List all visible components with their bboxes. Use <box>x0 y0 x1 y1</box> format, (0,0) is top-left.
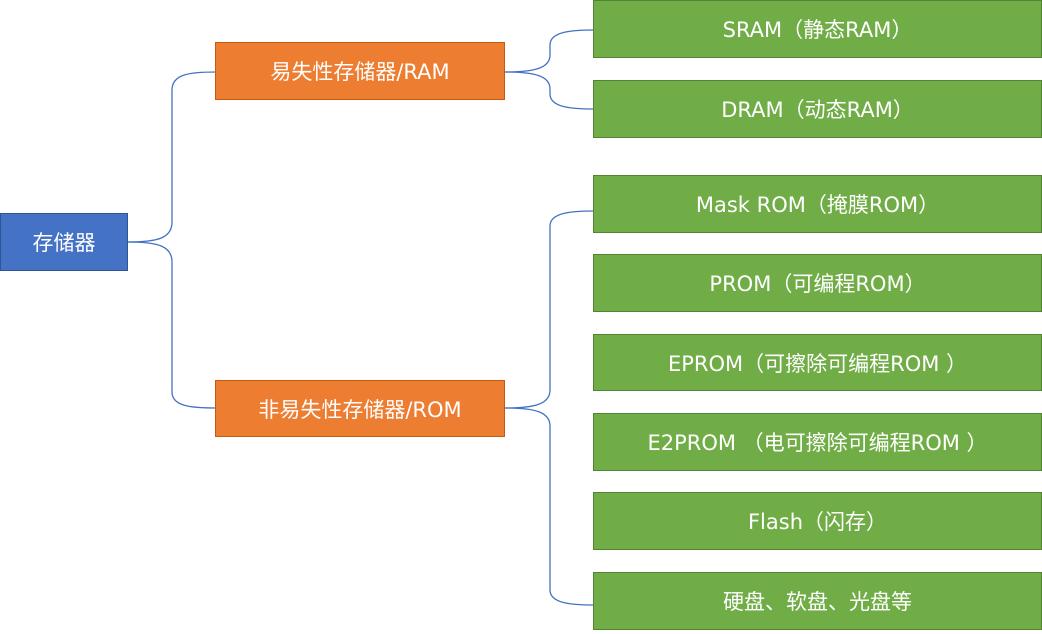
connector-ram-sram <box>504 29 595 73</box>
leaf-node-sram: SRAM（静态RAM） <box>593 0 1042 58</box>
connector-root-rom <box>127 241 217 409</box>
leaf-label-flash: Flash（闪存） <box>747 510 888 534</box>
category-node-nonvolatile-rom: 非易失性存储器/ROM <box>215 380 505 437</box>
connector-root-ram <box>127 71 217 243</box>
leaf-label-dram: DRAM（动态RAM） <box>721 98 914 122</box>
leaf-label-mask-rom: Mask ROM（掩膜ROM） <box>695 193 940 217</box>
leaf-node-mask-rom: Mask ROM（掩膜ROM） <box>593 175 1042 233</box>
leaf-label-eprom: EPROM（可擦除可编程ROM ） <box>667 351 968 376</box>
leaf-node-e2prom: E2PROM （电可擦除可编程ROM ） <box>593 413 1042 471</box>
category-label-nonvolatile: 非易失性存储器/ROM <box>258 397 462 422</box>
root-node-label: 存储器 <box>32 231 96 255</box>
category-label-volatile: 易失性存储器/RAM <box>270 60 450 84</box>
connector-ram-dram <box>504 71 595 110</box>
leaf-label-disks: 硬盘、软盘、光盘等 <box>723 590 912 614</box>
leaf-node-dram: DRAM（动态RAM） <box>593 80 1042 138</box>
leaf-node-flash: Flash（闪存） <box>593 492 1042 550</box>
leaf-label-sram: SRAM（静态RAM） <box>722 18 913 42</box>
connector-rom-leaves-top <box>504 210 595 409</box>
root-node-memory: 存储器 <box>0 213 128 271</box>
connector-rom-leaves-bottom <box>504 407 595 606</box>
leaf-node-disks: 硬盘、软盘、光盘等 <box>593 572 1042 630</box>
leaf-label-e2prom: E2PROM （电可擦除可编程ROM ） <box>647 431 988 455</box>
leaf-label-prom: PROM（可编程ROM） <box>709 272 926 296</box>
category-node-volatile-ram: 易失性存储器/RAM <box>215 42 505 100</box>
leaf-node-eprom: EPROM（可擦除可编程ROM ） <box>593 334 1042 391</box>
leaf-node-prom: PROM（可编程ROM） <box>593 254 1042 312</box>
